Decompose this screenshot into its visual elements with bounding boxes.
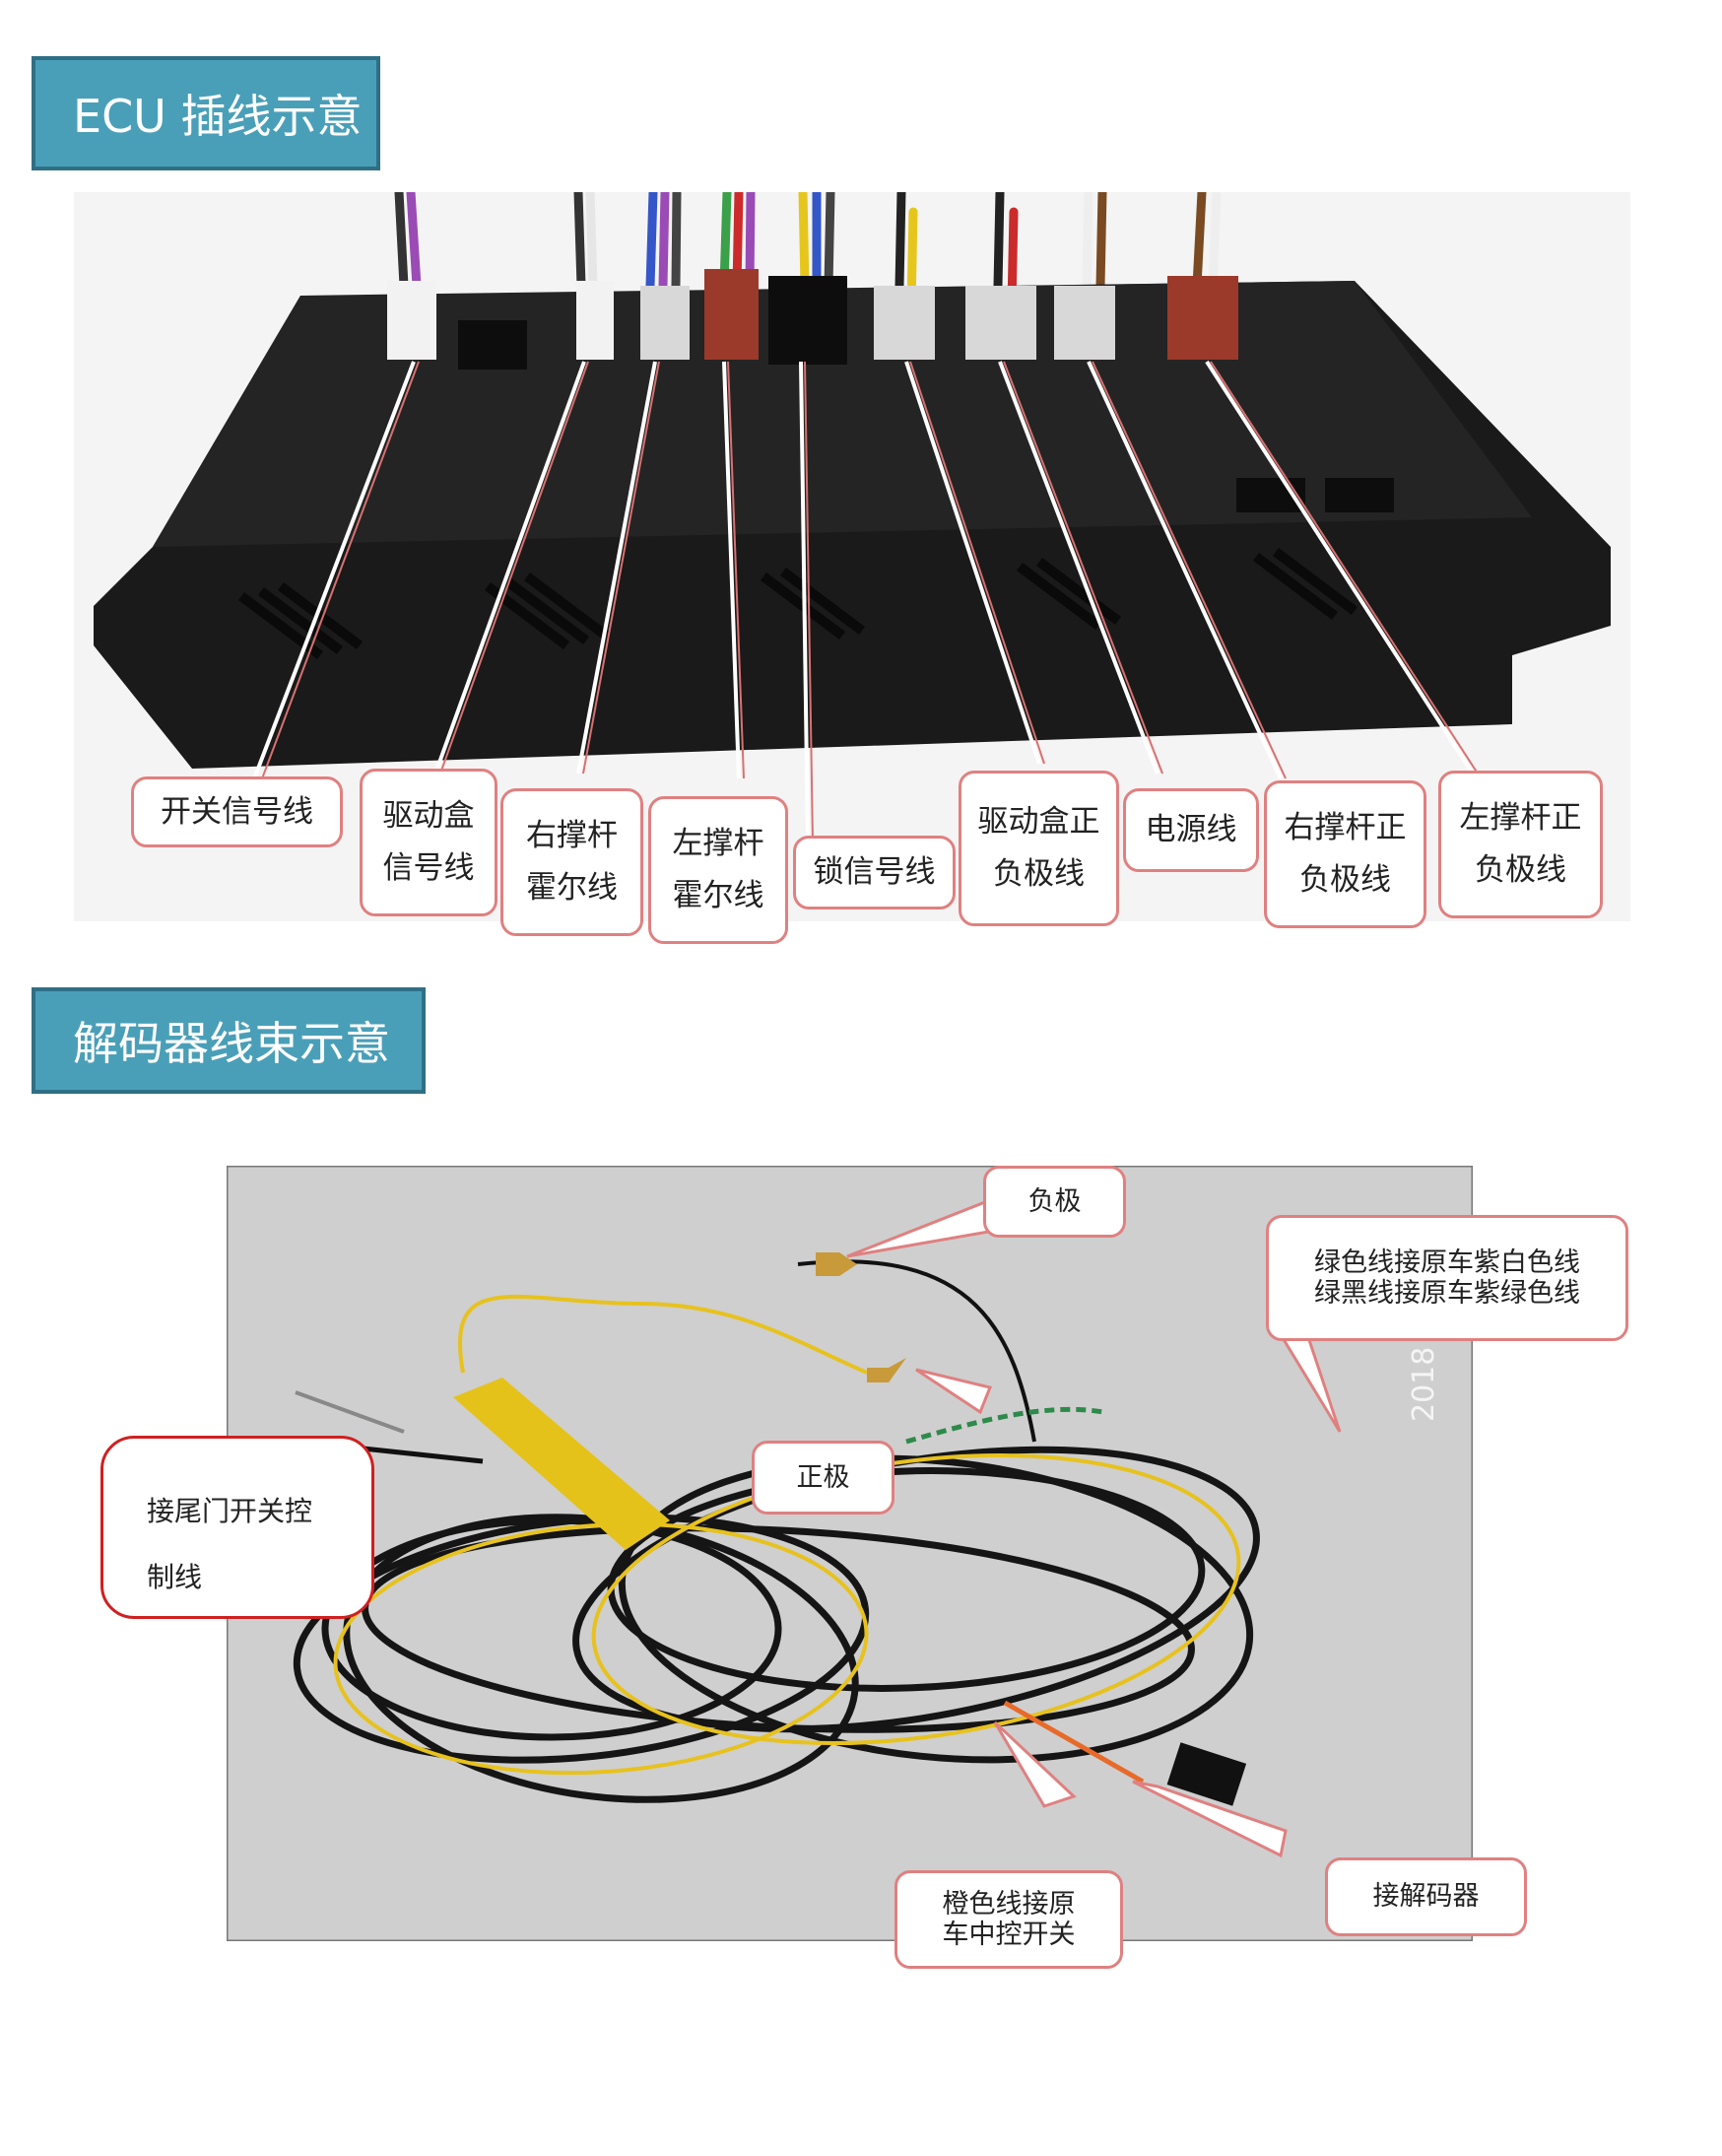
harness-label-text: 橙色线接原: [942, 1888, 1076, 1920]
harness-label-green-wires: 绿色线接原车紫白色线 绿黑线接原车紫绿色线: [1266, 1215, 1628, 1341]
ecu-label-text: 电源线: [1145, 812, 1237, 848]
ecu-label-text: 左撑杆正: [1459, 800, 1582, 837]
ecu-label-text: 驱动盒: [382, 798, 475, 835]
harness-label-text: 绿黑线接原车紫绿色线: [1314, 1278, 1580, 1309]
ecu-label-left-strut-hall: 左撑杆 霍尔线: [648, 796, 788, 944]
section-header-ecu: ECU 插线示意: [32, 56, 380, 170]
ecu-label-text: 霍尔线: [526, 870, 618, 906]
ecu-label-text: 开关信号线: [161, 793, 313, 830]
section-header-decoder-harness: 解码器线束示意: [32, 987, 426, 1094]
section-title-decoder-harness: 解码器线束示意: [73, 1017, 390, 1070]
ecu-label-text: 右撑杆: [526, 818, 618, 854]
harness-label-positive: 正极: [752, 1441, 894, 1515]
ecu-label-drive-box-power: 驱动盒正 负极线: [959, 771, 1119, 926]
ecu-label-text: 负极线: [993, 856, 1085, 892]
harness-label-orange-wire: 橙色线接原 车中控开关: [894, 1870, 1123, 1969]
harness-label-tailgate-switch: 接尾门开关控 制线: [100, 1436, 374, 1619]
ecu-label-text: 锁信号线: [813, 854, 936, 891]
harness-label-text: 负极: [1027, 1185, 1082, 1217]
ecu-label-text: 右撑杆正: [1284, 810, 1407, 846]
section-title-ecu: ECU 插线示意: [73, 90, 363, 143]
harness-label-negative: 负极: [983, 1166, 1126, 1238]
ecu-label-text: 信号线: [382, 850, 475, 886]
harness-label-decoder: 接解码器: [1325, 1857, 1527, 1936]
ecu-label-power: 电源线: [1123, 788, 1259, 872]
harness-label-text: 车中控开关: [942, 1920, 1076, 1950]
harness-label-text: 接尾门开关控: [147, 1495, 313, 1527]
harness-label-text: 绿色线接原车紫白色线: [1314, 1246, 1580, 1278]
ecu-label-text: 左撑杆: [672, 826, 764, 862]
ecu-label-switch-signal: 开关信号线: [131, 776, 343, 847]
ecu-label-text: 驱动盒正: [977, 804, 1100, 841]
harness-label-text: 制线: [147, 1561, 203, 1594]
ecu-label-text: 负极线: [1475, 852, 1566, 888]
ecu-label-right-strut-hall: 右撑杆 霍尔线: [500, 788, 643, 936]
harness-label-text: 正极: [796, 1461, 850, 1493]
ecu-label-right-strut-power: 右撑杆正 负极线: [1264, 780, 1426, 928]
ecu-label-left-strut-power: 左撑杆正 负极线: [1438, 771, 1603, 918]
harness-label-text: 接解码器: [1372, 1881, 1480, 1913]
ecu-photo: [74, 192, 1630, 921]
ecu-label-text: 负极线: [1299, 862, 1391, 898]
ecu-label-text: 霍尔线: [672, 878, 764, 913]
ecu-label-drive-box-signal: 驱动盒 信号线: [360, 769, 497, 916]
ecu-label-lock-signal: 锁信号线: [793, 836, 956, 910]
